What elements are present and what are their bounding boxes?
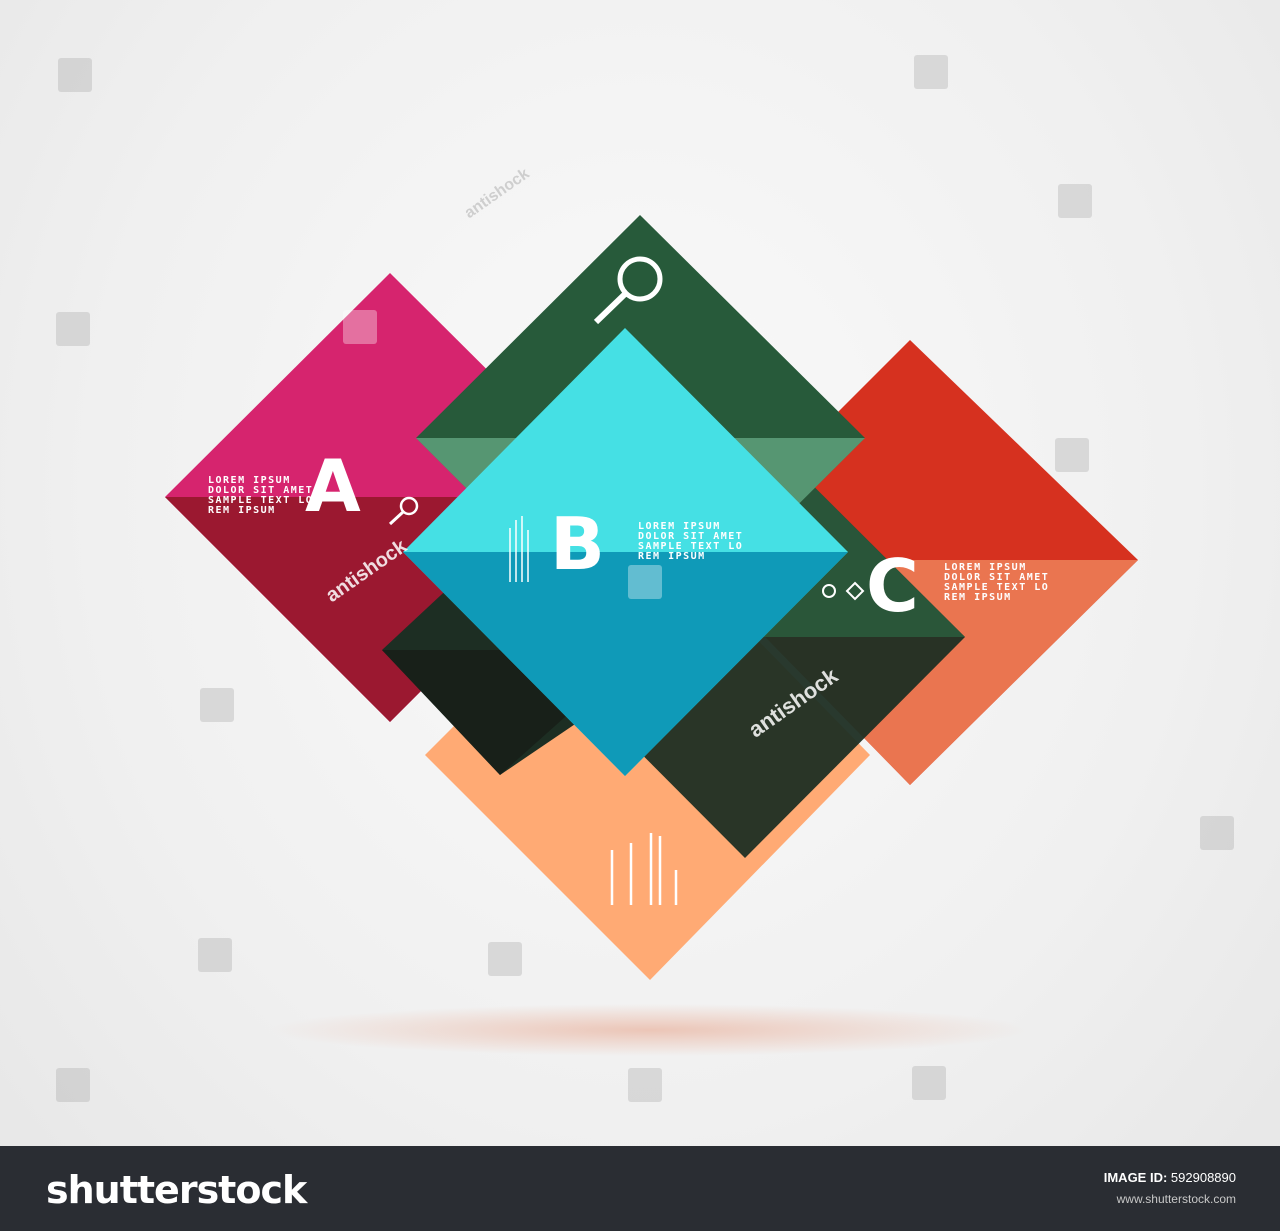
floor-shadow — [270, 1004, 1030, 1056]
text-a: LOREM IPSUM DOLOR SIT AMET SAMPLE TEXT L… — [208, 475, 314, 516]
bars-icon — [509, 516, 529, 582]
text-c: LOREM IPSUM DOLOR SIT AMET SAMPLE TEXT L… — [944, 562, 1050, 603]
small-magnifier-icon — [388, 496, 419, 526]
letter-a: A — [305, 444, 361, 528]
shutterstock-logo: shutterstock — [46, 1168, 307, 1212]
site-url: www.shutterstock.com — [1116, 1192, 1236, 1206]
diamond-shapes — [56, 55, 1234, 1102]
artwork: A LOREM IPSUM DOLOR SIT AMET SAMPLE TEXT… — [56, 55, 1234, 1102]
image-id-label: IMAGE ID: — [1103, 1170, 1168, 1185]
letter-b: B — [550, 502, 605, 586]
magnifier-icon — [593, 256, 663, 325]
shape-icons — [822, 581, 865, 601]
text-b: LOREM IPSUM DOLOR SIT AMET SAMPLE TEXT L… — [638, 521, 744, 562]
footer-bar — [0, 1146, 1280, 1231]
watermark-stamps — [56, 55, 1234, 1102]
image-id: IMAGE ID: 592908890 — [1104, 1170, 1236, 1185]
image-id-value: 592908890 — [1170, 1170, 1236, 1185]
bar-chart-icon — [610, 833, 678, 905]
letter-c: C — [866, 544, 919, 628]
